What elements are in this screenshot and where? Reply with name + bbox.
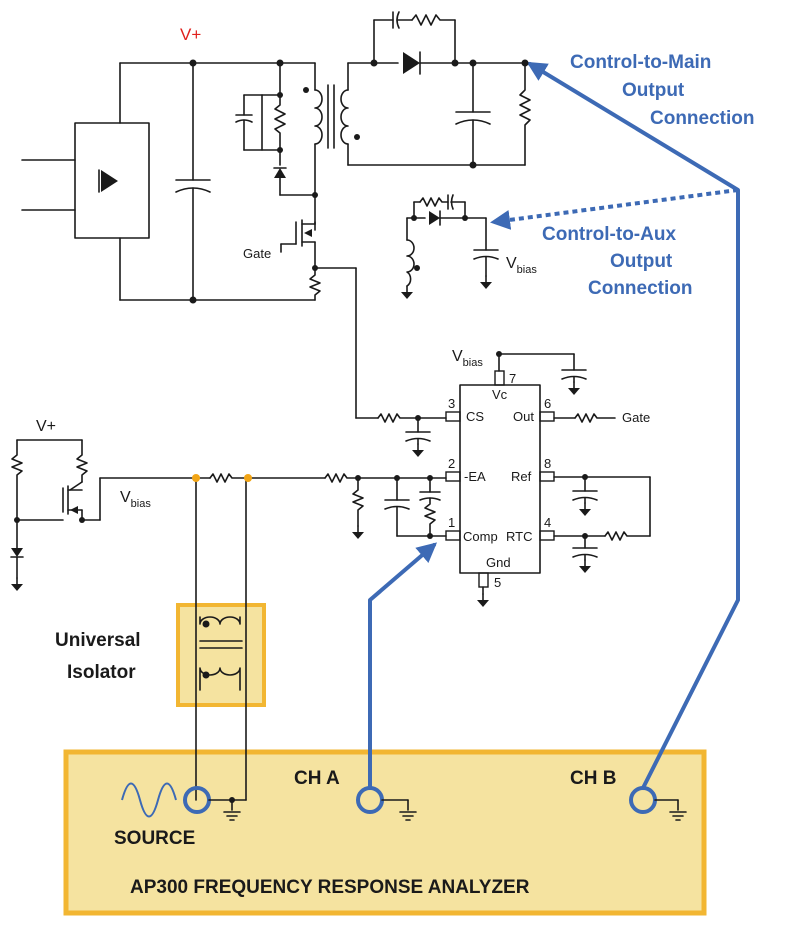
aux-output [400, 194, 499, 300]
ic-pin-3-num: 3 [448, 396, 455, 411]
gate-right-label: Gate [622, 410, 650, 425]
control-main-label-3: Connection [650, 108, 755, 129]
vbias-main-label: Vbias [506, 255, 537, 276]
control-main-label-1: Control-to-Main [570, 52, 711, 73]
control-main-label-2: Output [622, 80, 685, 101]
ch-b-probe-wire [526, 61, 740, 790]
main-output [340, 11, 531, 169]
ic-pin-7-num: 7 [509, 371, 516, 386]
control-aux-label-3: Connection [588, 278, 693, 299]
analyzer-panel [63, 749, 707, 916]
aux-probe-wire [490, 188, 739, 230]
bias-circuit [10, 439, 252, 592]
ic-pin-2-num: 2 [448, 456, 455, 471]
ch-a-label: CH A [294, 768, 340, 789]
universal-isolator [176, 603, 266, 707]
source-label: SOURCE [114, 828, 195, 849]
ic-pin-6-name: Out [513, 409, 534, 424]
ic-pin-1-num: 1 [448, 515, 455, 530]
ic-pin-7-name: Vc [492, 387, 508, 402]
ic-pin-1-name: Comp [463, 529, 498, 544]
ic-pin-6-num: 6 [544, 396, 551, 411]
gate-left-label: Gate [243, 246, 271, 261]
ic-pin-5-num: 5 [494, 575, 501, 590]
isolator-label-1: Universal [55, 630, 141, 651]
ic-wiring [247, 351, 651, 608]
ic-pin-3-name: CS [466, 409, 484, 424]
ic-pin-5-name: Gnd [486, 555, 511, 570]
vbias-left-label: Vbias [120, 489, 151, 510]
source-connector[interactable] [183, 786, 241, 821]
vplus-left-label: V+ [36, 418, 56, 435]
vplus-top-label: V+ [180, 25, 201, 44]
ch-a-probe-wire [368, 542, 438, 790]
vbias-ic-label: Vbias [452, 348, 483, 369]
ch-b-label: CH B [570, 768, 616, 789]
power-stage [21, 59, 357, 419]
controller-ic [445, 370, 555, 588]
ic-pin-4-num: 4 [544, 515, 551, 530]
analyzer-title: AP300 FREQUENCY RESPONSE ANALYZER [130, 877, 530, 898]
ic-pin-8-num: 8 [544, 456, 551, 471]
isolator-label-2: Isolator [67, 662, 136, 683]
ic-pin-4-name: RTC [506, 529, 532, 544]
ic-pin-2-name: -EA [464, 469, 486, 484]
control-aux-label-1: Control-to-Aux [542, 224, 676, 245]
control-aux-label-2: Output [610, 251, 673, 272]
ic-pin-8-name: Ref [511, 469, 532, 484]
sine-wave-icon [121, 782, 177, 818]
